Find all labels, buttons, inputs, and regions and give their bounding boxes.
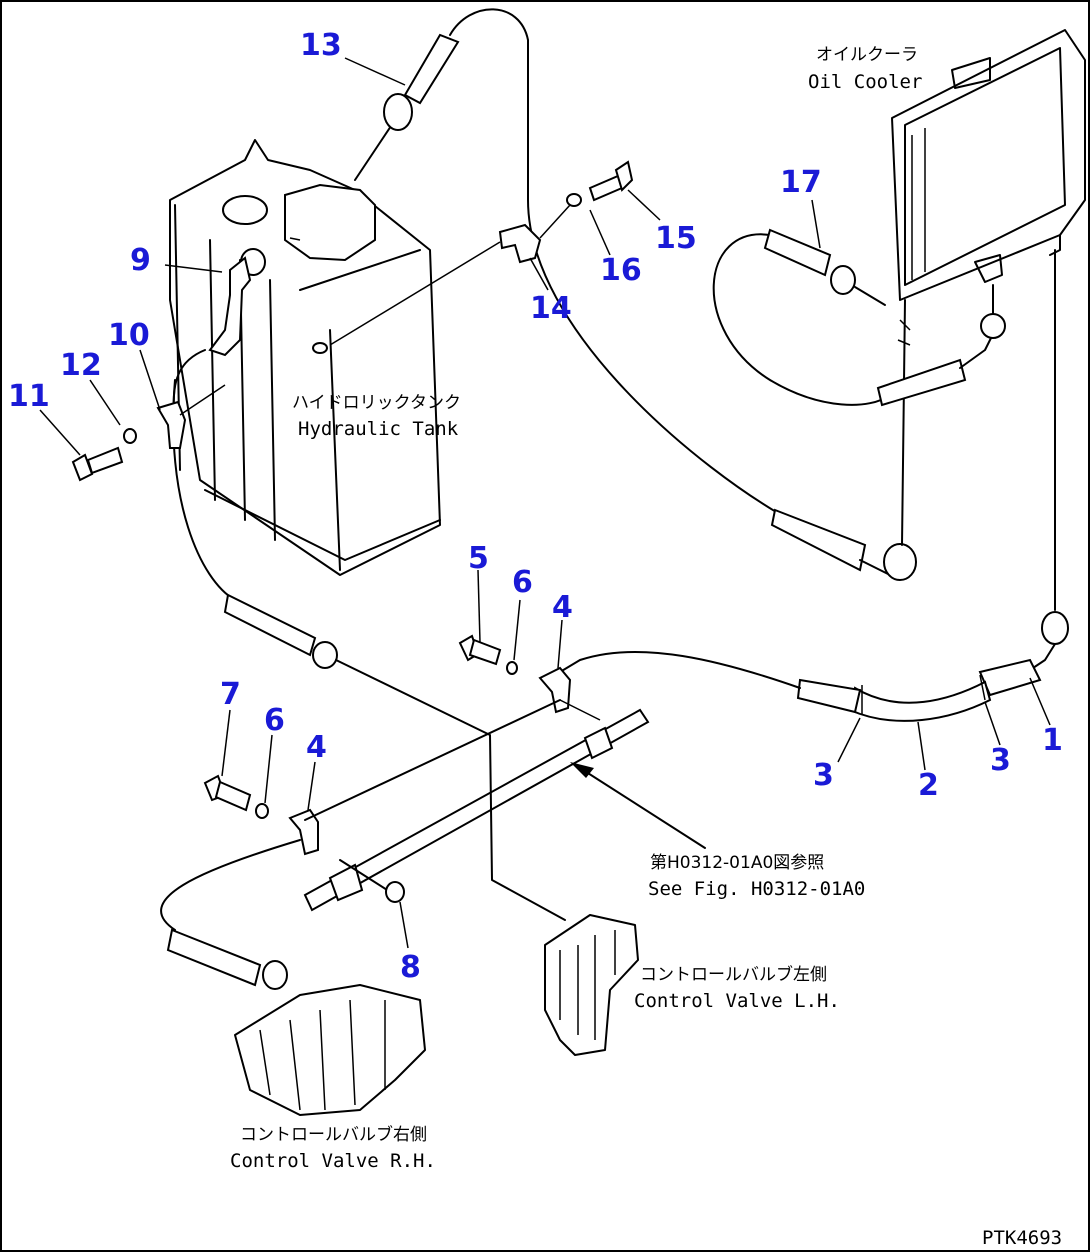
part-number-16: 16 — [600, 253, 642, 288]
hose-assembly-1-2-3 — [554, 611, 1069, 722]
hose-17 — [712, 228, 1006, 407]
hose-9 — [172, 248, 266, 421]
part-number-14: 14 — [530, 291, 572, 326]
part-number-17: 17 — [780, 165, 822, 200]
bolt-11 — [71, 446, 124, 482]
part-number-13: 13 — [300, 28, 342, 63]
part-number-6: 6 — [264, 703, 285, 738]
clamp-4-lower — [288, 808, 319, 856]
hydraulic-tank — [169, 139, 441, 576]
oil-cooler-label-en: Oil Cooler — [808, 71, 922, 93]
clamp-14 — [329, 160, 634, 346]
clamp-4-upper — [538, 666, 601, 721]
part-number-3: 3 — [990, 743, 1011, 778]
leader-lines — [39, 57, 1051, 949]
part-number-15: 15 — [655, 221, 697, 256]
cv-lh-label-en: Control Valve L.H. — [634, 990, 840, 1012]
hydraulic-tank-label-jp: ハイドロリックタンク — [292, 393, 461, 413]
part-number-6: 6 — [512, 565, 533, 600]
oil-cooler — [891, 29, 1086, 301]
clamp-10 — [156, 384, 226, 449]
control-valve-rh — [234, 984, 426, 1116]
part-number-2: 2 — [918, 768, 939, 803]
part-number-7: 7 — [220, 677, 241, 712]
cv-rh-label-en: Control Valve R.H. — [230, 1150, 436, 1172]
hose-cooler-return — [770, 299, 917, 581]
part-number-1: 1 — [1042, 723, 1063, 758]
part-number-4: 4 — [552, 590, 573, 625]
cv-lh-label-jp: コントロールバルブ左側 — [640, 964, 827, 985]
bolt-7 — [203, 774, 252, 812]
ref-tube — [303, 699, 650, 912]
part-number-8: 8 — [400, 950, 421, 985]
ref-label-jp: 第H0312-01A0図参照 — [650, 853, 824, 873]
hose-13 — [354, 8, 791, 521]
cv-rh-label-jp: コントロールバルブ右側 — [240, 1124, 427, 1145]
washer-6-upper — [506, 661, 518, 675]
part-number-11: 11 — [8, 379, 50, 414]
washer-12 — [123, 428, 137, 444]
part-number-12: 12 — [60, 348, 102, 383]
part-number-5: 5 — [468, 541, 489, 576]
oil-cooler-label-jp: オイルクーラ — [816, 45, 918, 65]
hydraulic-tank-label-en: Hydraulic Tank — [298, 418, 459, 440]
washer-6-lower — [255, 803, 269, 819]
drawing-code: PTK4693 — [982, 1227, 1062, 1249]
control-valve-lh — [544, 914, 639, 1056]
part-number-4: 4 — [306, 730, 327, 765]
part-number-10: 10 — [108, 318, 150, 353]
bolt-5 — [458, 634, 502, 666]
part-number-9: 9 — [130, 243, 151, 278]
part-number-3: 3 — [813, 758, 834, 793]
ref-label-en: See Fig. H0312-01A0 — [648, 878, 865, 900]
